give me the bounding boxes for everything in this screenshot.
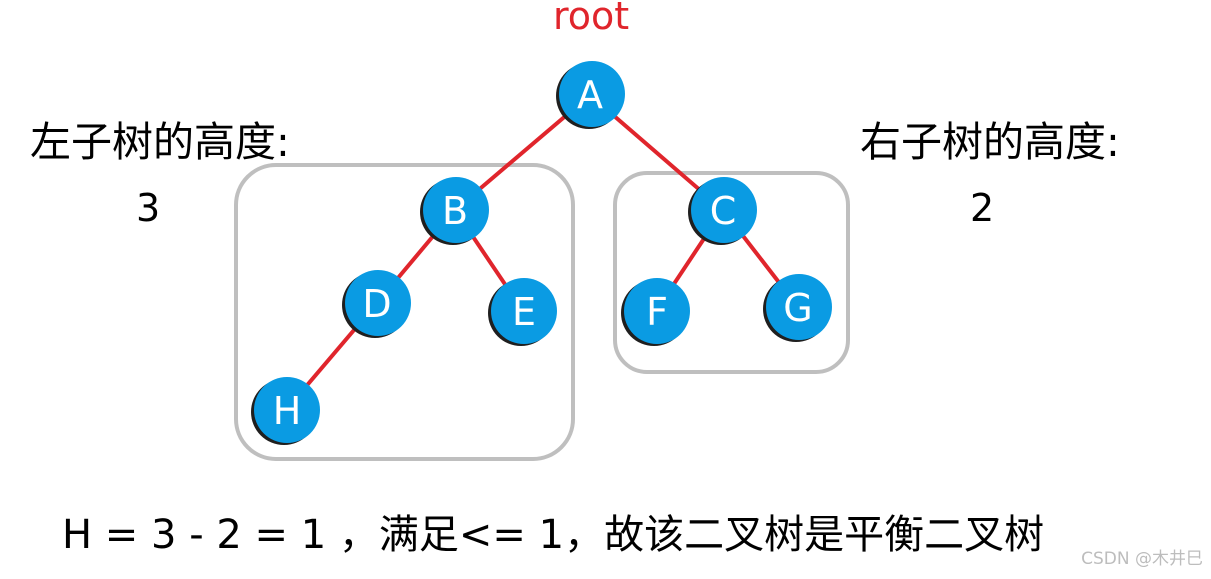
node-f: F (621, 278, 690, 346)
left-subtree-height-value: 3 (136, 186, 161, 230)
node-h: H (251, 377, 320, 445)
left-subtree-height-label: 左子树的高度: (30, 118, 290, 166)
node-e: E (488, 278, 557, 346)
right-subtree-height-label: 右子树的高度: (860, 118, 1120, 166)
node-label: D (362, 282, 391, 326)
balance-conclusion: H = 3 - 2 = 1 ，满足<= 1，故该二叉树是平衡二叉树 (62, 512, 1045, 558)
node-a: A (556, 61, 625, 129)
node-label: B (442, 189, 468, 233)
node-d: D (342, 270, 411, 338)
node-label: G (783, 286, 812, 330)
node-g: G (763, 274, 832, 342)
node-label: A (577, 73, 603, 117)
node-b: B (420, 177, 489, 245)
left-subtree-box (234, 163, 575, 461)
watermark: CSDN @木井巳 (1081, 549, 1203, 569)
node-label: F (646, 290, 668, 334)
right-subtree-height-value: 2 (970, 186, 995, 230)
right-subtree-box (613, 171, 850, 374)
root-label: root (553, 0, 630, 38)
node-label: C (710, 189, 737, 233)
node-label: E (512, 290, 536, 334)
node-label: H (273, 389, 302, 433)
node-c: C (688, 177, 757, 245)
